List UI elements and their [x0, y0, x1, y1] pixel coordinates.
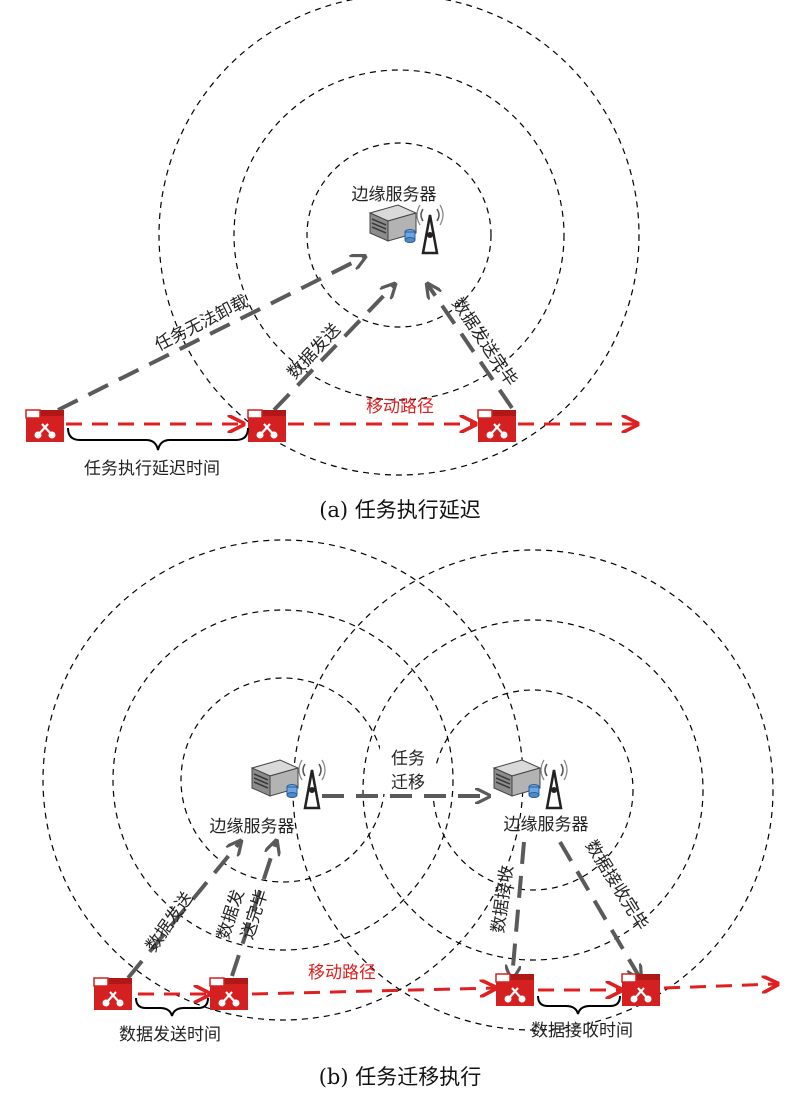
vehicle-b-icon-4	[620, 972, 662, 1008]
send-time-label: 数据发送时间	[119, 1025, 221, 1045]
move-path-label: 移动路径	[366, 397, 434, 417]
panel-a: 边缘服务器 任务无法卸载 数据发送 数据发送完毕 移动路径 任务执行延迟时间 (…	[24, 0, 640, 522]
edge-server-right-icon	[492, 758, 569, 810]
offload-fail-label: 任务无法卸载	[152, 291, 252, 355]
recv-time-label: 数据接收时间	[531, 1021, 633, 1041]
panel-b: 边缘服务器 边缘服务器 任务 迁移 数据发送 数据发 送完毕 数据接收 数据接收…	[42, 539, 776, 1089]
data-recv-done-arrow	[558, 840, 640, 978]
data-send-done-arrow-b	[230, 842, 276, 977]
server-right-label: 边缘服务器	[504, 815, 589, 835]
edge-server-left-icon	[250, 758, 327, 810]
coverage-left-middle	[112, 609, 454, 951]
data-recv-arrow	[512, 841, 526, 978]
delay-label: 任务执行延迟时间	[84, 459, 220, 479]
data-send-arrow-b	[126, 842, 240, 980]
coverage-right-middle	[362, 619, 704, 961]
vehicle-b-icon-3	[494, 972, 536, 1008]
server-label: 边缘服务器	[352, 185, 437, 205]
vehicle-icon-mid	[246, 408, 288, 444]
coverage-circle-inner	[306, 142, 492, 328]
data-send-label: 数据发送	[284, 320, 345, 383]
edge-server-icon	[368, 203, 445, 255]
data-send-done-arrow	[428, 285, 514, 410]
recv-time-brace	[537, 995, 621, 1015]
move-path-b-arrow-2	[251, 988, 494, 994]
data-recv-done-label: 数据接收完毕	[581, 837, 652, 934]
migrate-label-bg	[380, 744, 436, 794]
delay-brace	[67, 427, 249, 451]
migrate-label-line2: 迁移	[391, 773, 425, 793]
server-left-label: 边缘服务器	[210, 817, 295, 837]
move-path-label-b: 移动路径	[308, 963, 376, 983]
coverage-circle-middle	[233, 69, 565, 401]
move-path-b-arrow-4	[663, 984, 776, 988]
caption-a: (a) 任务执行延迟	[319, 498, 481, 522]
vehicle-b-icon-2	[208, 976, 250, 1012]
vehicle-icon-start	[24, 408, 66, 444]
vehicle-icon-end	[476, 408, 518, 444]
offload-fail-arrow	[57, 257, 364, 412]
send-time-brace	[135, 997, 209, 1017]
data-recv-label: 数据接收	[488, 864, 517, 934]
vehicle-b-icon-1	[92, 976, 134, 1012]
coverage-circle-outer	[158, 0, 640, 476]
migrate-label-line1: 任务	[391, 749, 425, 769]
caption-b: (b) 任务迁移执行	[319, 1065, 482, 1089]
data-send-arrow	[272, 285, 394, 412]
